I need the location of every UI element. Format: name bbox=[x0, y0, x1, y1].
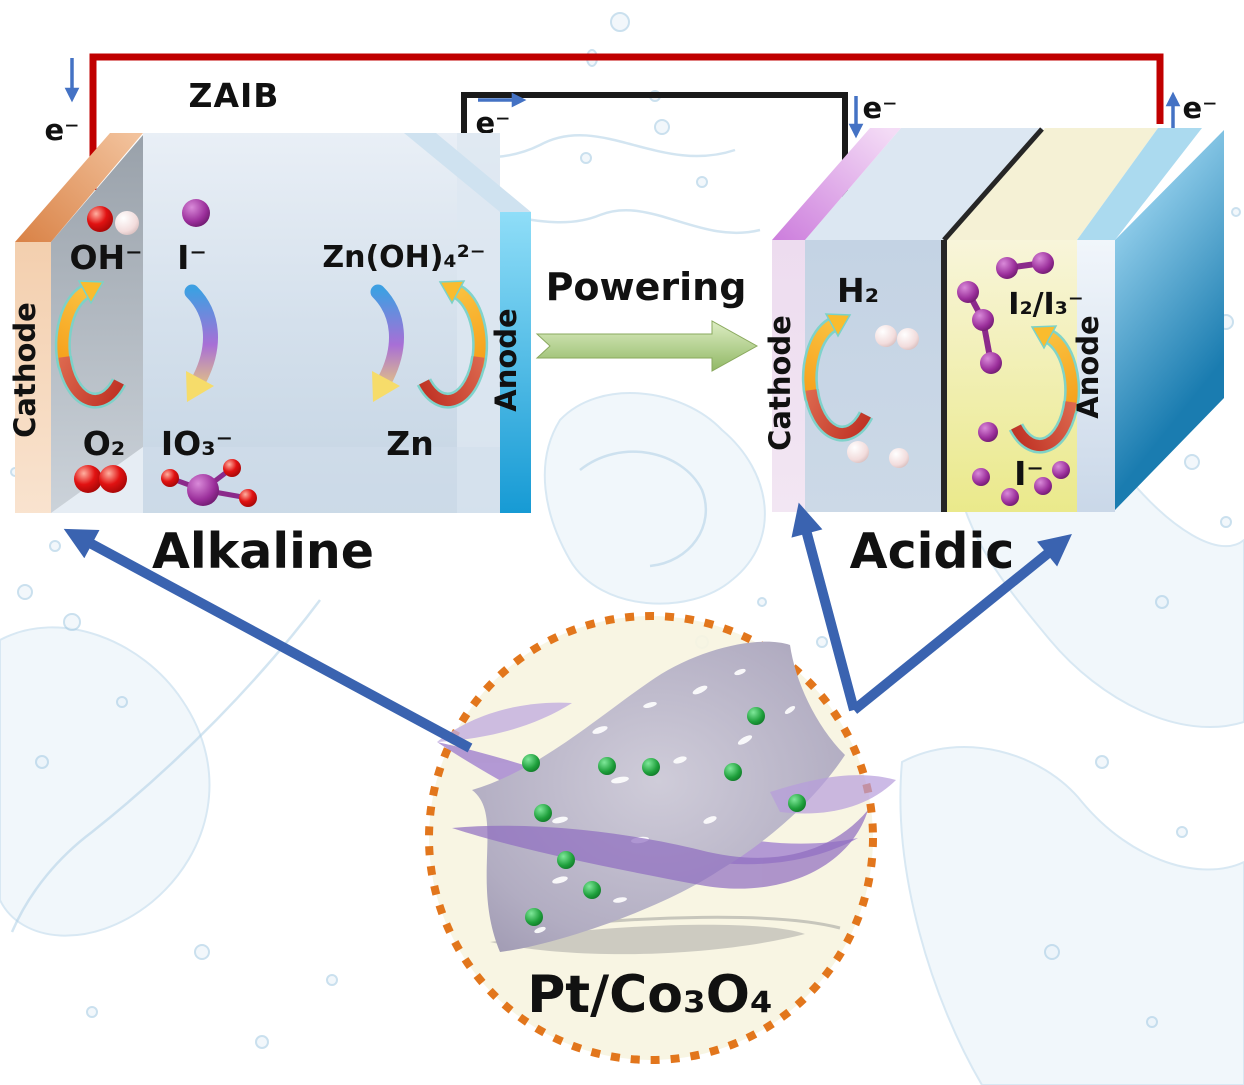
hydrogen-bubbles bbox=[847, 325, 919, 468]
external-circuit: e⁻ e⁻ e⁻ e⁻ ZAIB bbox=[45, 53, 1218, 198]
powering-arrow bbox=[535, 320, 759, 372]
catalyst-inset: Pt/Co₃O₄ bbox=[425, 612, 896, 1064]
electron-label: e⁻ bbox=[45, 113, 80, 147]
species-label-hydroxide: OH⁻ bbox=[69, 238, 142, 277]
zaib-title: ZAIB bbox=[189, 76, 280, 115]
acidic-title: Acidic bbox=[850, 523, 1015, 580]
iodate-molecule bbox=[161, 459, 257, 507]
acidic-chamber-top-face bbox=[805, 128, 1043, 240]
catalyst-label: Pt/Co₃O₄ bbox=[527, 965, 773, 1025]
acidic-cathode-strip bbox=[772, 240, 805, 512]
species-label-zincate: Zn(OH)₄²⁻ bbox=[322, 240, 485, 275]
acidic-anode-strip bbox=[1077, 240, 1115, 512]
alkaline-cell: OH⁻ I⁻ Zn(OH)₄²⁻ O₂ IO₃⁻ Zn Cathode Anod… bbox=[8, 133, 531, 580]
acidic-anode-label: Anode bbox=[1071, 315, 1105, 418]
species-label-hydrogen: H₂ bbox=[837, 271, 879, 310]
acidic-hydrogen-chamber bbox=[805, 240, 941, 512]
alkaline-anode-strip bbox=[500, 212, 531, 513]
acidic-catholyte-top-face bbox=[947, 128, 1158, 240]
iodide-ion-sphere bbox=[182, 199, 210, 227]
alkaline-cell-floor bbox=[51, 447, 500, 513]
oxygen-molecule bbox=[74, 465, 127, 493]
acidic-cathode-top-face bbox=[772, 128, 901, 240]
link-arrow-to-acidic-cathode bbox=[791, 502, 859, 712]
acidic-anode-block-side-face bbox=[1115, 130, 1224, 510]
catalyst-circle-border bbox=[425, 612, 877, 1064]
alkaline-cathode-strip bbox=[15, 242, 51, 513]
species-label-oxygen: O₂ bbox=[83, 424, 126, 463]
link-arrow-to-acidic-anode bbox=[850, 533, 1072, 714]
powering-indicator: Powering bbox=[535, 265, 759, 372]
red-wire bbox=[89, 53, 1164, 190]
electron-label: e⁻ bbox=[1183, 91, 1218, 125]
species-label-iodide-acidic: I⁻ bbox=[1014, 454, 1044, 493]
electron-label: e⁻ bbox=[863, 91, 898, 125]
pt-nanoparticles bbox=[522, 707, 806, 926]
acidic-cathode-label: Cathode bbox=[763, 315, 797, 451]
alkaline-title: Alkaline bbox=[152, 523, 374, 580]
iodide-ions bbox=[972, 422, 1070, 506]
catalyst-link-arrows bbox=[63, 502, 1072, 753]
alkaline-cathode-top-face bbox=[15, 133, 143, 242]
species-label-iodine-triiodide: I₂/I₃⁻ bbox=[1008, 287, 1083, 322]
separator-membrane-top bbox=[942, 127, 1044, 242]
species-label-zinc: Zn bbox=[386, 424, 433, 463]
water-splash-background bbox=[0, 12, 1244, 1085]
alkaline-anode-top-face bbox=[404, 133, 531, 212]
iodine-molecules bbox=[957, 252, 1054, 374]
species-label-iodate: IO₃⁻ bbox=[161, 424, 233, 463]
hydroxide-molecule bbox=[87, 206, 139, 235]
alkaline-cathode-label: Cathode bbox=[8, 302, 42, 438]
species-label-iodide: I⁻ bbox=[177, 238, 207, 277]
link-arrow-to-alkaline-cathode bbox=[63, 528, 473, 753]
acidic-cell: H₂ I₂/I₃⁻ I⁻ Cathode Anode Acidic bbox=[763, 127, 1224, 580]
powering-label: Powering bbox=[546, 265, 747, 309]
alkaline-anode-label: Anode bbox=[489, 308, 523, 411]
acidic-anode-block-top-face bbox=[1077, 128, 1202, 240]
